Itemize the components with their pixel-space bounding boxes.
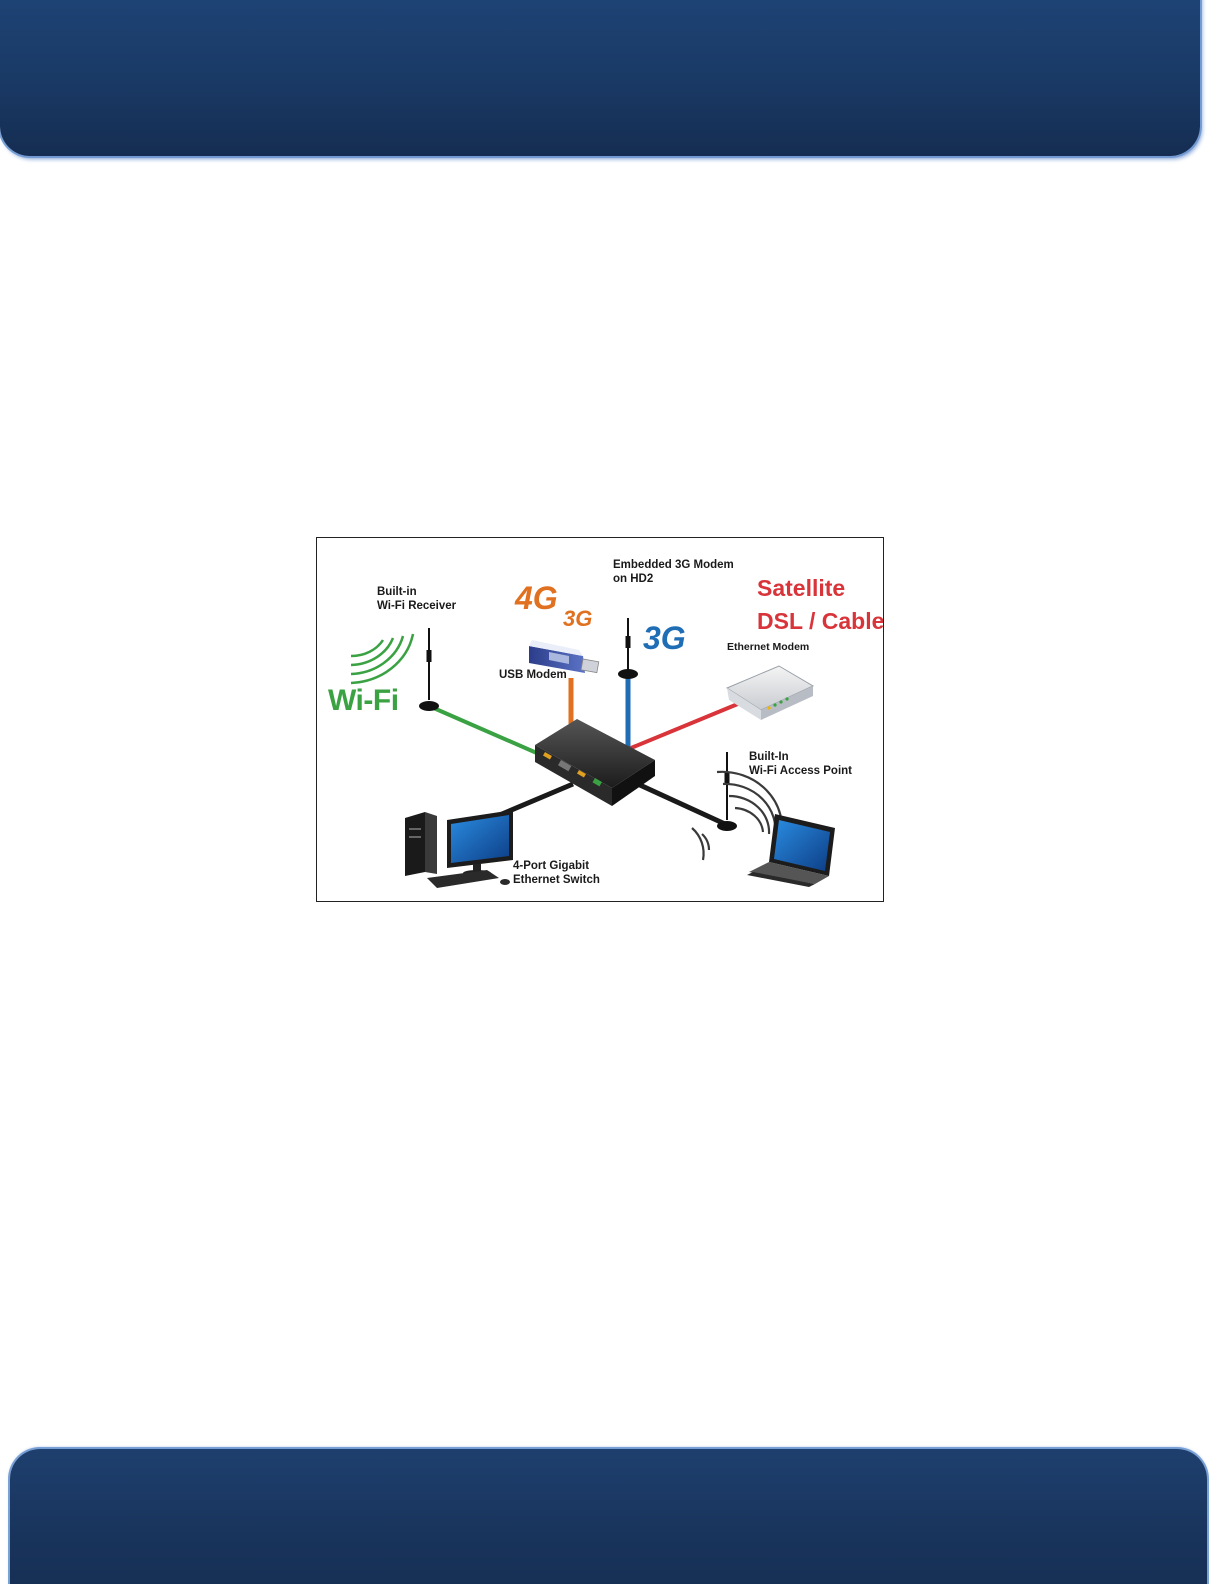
wifi-receiver-label-line1: Built-in: [377, 585, 456, 599]
embedded-modem-antenna-icon: [618, 618, 638, 679]
switch-label-line1: 4-Port Gigabit: [513, 859, 600, 873]
access-point-label-line2: Wi-Fi Access Point: [749, 764, 852, 778]
label-3g-embedded: 3G: [643, 618, 686, 658]
page-header-band: [0, 0, 1200, 156]
access-point-link: [629, 780, 725, 824]
wifi-receiver-waves-icon: [351, 634, 413, 683]
access-point-label: Built-In Wi-Fi Access Point: [749, 750, 852, 779]
keyboard-icon: [427, 870, 510, 888]
switch-label-line2: Ethernet Switch: [513, 873, 600, 887]
embedded-modem-label-line1: Embedded 3G Modem: [613, 558, 734, 572]
desktop-monitor-icon: [447, 810, 513, 876]
ethernet-modem-label: Ethernet Modem: [727, 641, 809, 654]
label-4g: 4G: [515, 578, 558, 618]
desktop-tower-icon: [405, 812, 437, 876]
access-point-label-line1: Built-In: [749, 750, 852, 764]
dsl-cable-label: DSL / Cable: [757, 607, 884, 636]
ethernet-modem-icon: [727, 666, 813, 720]
ethernet-modem-link: [631, 701, 745, 748]
wifi-receiver-label: Built-in Wi-Fi Receiver: [377, 585, 456, 614]
page-footer-band: [10, 1449, 1207, 1584]
label-3g-usb: 3G: [563, 605, 592, 633]
embedded-modem-label: Embedded 3G Modem on HD2: [613, 558, 734, 587]
satellite-label: Satellite: [757, 574, 845, 603]
wifi-label: Wi-Fi: [328, 682, 399, 720]
wifi-receiver-antenna-icon: [419, 628, 439, 711]
embedded-modem-label-line2: on HD2: [613, 572, 734, 586]
switch-label: 4-Port Gigabit Ethernet Switch: [513, 859, 600, 888]
usb-modem-label: USB Modem: [499, 668, 567, 682]
network-diagram: Built-in Wi-Fi Receiver Wi-Fi 4G 3G USB …: [316, 537, 884, 902]
wifi-receiver-label-line2: Wi-Fi Receiver: [377, 599, 456, 613]
wifi-receiver-link: [429, 706, 539, 754]
